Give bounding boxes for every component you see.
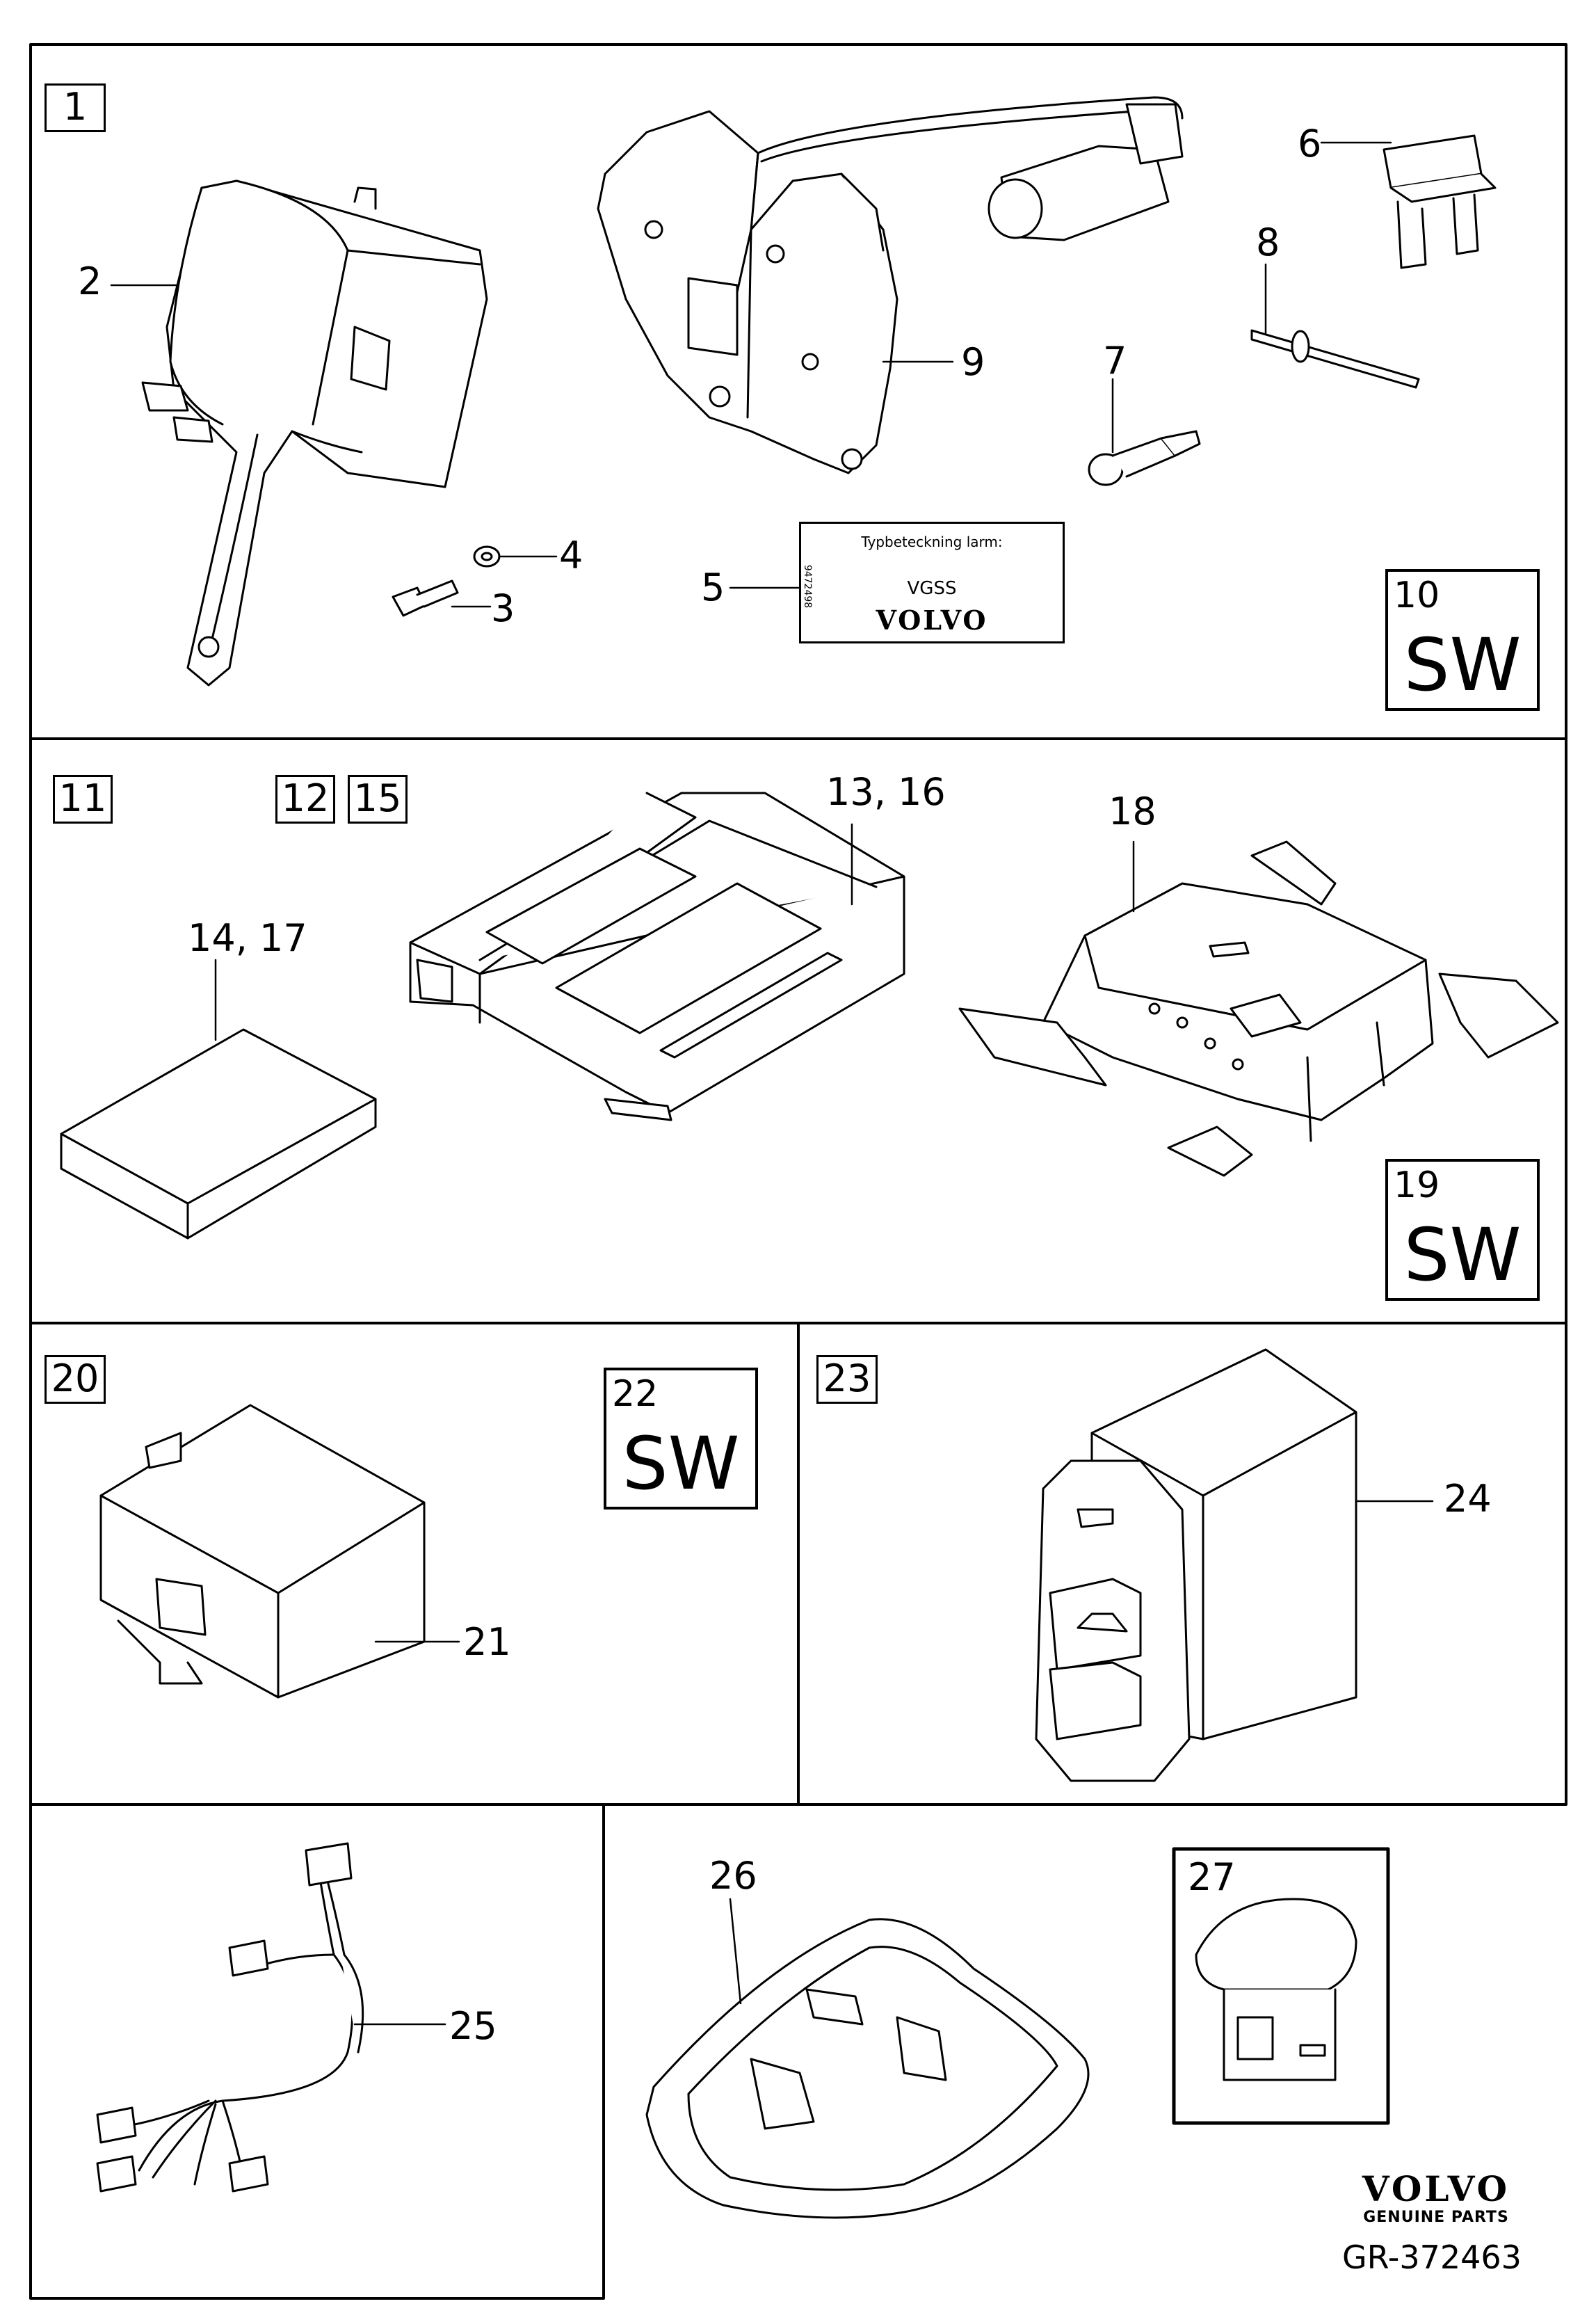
- callout-8: 8: [1256, 221, 1280, 264]
- fuse-part-6: [1383, 134, 1497, 269]
- callout-14-17: 14, 17: [188, 916, 307, 960]
- label-code: 9472498: [802, 564, 814, 609]
- screw-part-3: [392, 579, 459, 617]
- sw-box-text: SW: [1403, 1212, 1522, 1297]
- item-box-12: 12: [275, 775, 335, 824]
- diagram-reference: GR-372463: [1342, 2239, 1522, 2276]
- label-heading: Typbeteckning larm:: [861, 534, 1003, 550]
- panel-23-frame: [797, 1322, 1567, 1806]
- sw-box-number: 10: [1394, 575, 1440, 616]
- screw-part-7: [1088, 430, 1201, 486]
- callout-26: 26: [709, 1854, 757, 1898]
- harness-part-25: [96, 1842, 364, 2193]
- callout-25: 25: [449, 2004, 497, 2048]
- genuine-parts-tagline: GENUINE PARTS: [1363, 2209, 1509, 2226]
- label-brand: VOLVO: [876, 604, 988, 636]
- module-part-21: [99, 1404, 426, 1699]
- panel-frames: [29, 43, 1567, 2300]
- item-box-1: 1: [45, 83, 106, 132]
- siren-part-2: [141, 179, 488, 687]
- callout-13-16: 13, 16: [826, 770, 946, 814]
- sw-box-text: SW: [622, 1421, 740, 1506]
- volvo-logo: VOLVO: [1362, 2168, 1510, 2209]
- callout-6: 6: [1298, 122, 1322, 166]
- sw-box-10: 10 SW: [1385, 569, 1540, 711]
- callout-4: 4: [559, 534, 583, 577]
- item-box-23: 23: [816, 1355, 878, 1404]
- switch-part-24: [1035, 1348, 1357, 1782]
- panel-25-frame: [29, 1803, 605, 2300]
- item-box-11: 11: [53, 775, 113, 824]
- sw-box-19: 19 SW: [1385, 1159, 1540, 1301]
- callout-2: 2: [78, 259, 102, 303]
- alarm-label-part-5: Typbeteckning larm: VGSS VOLVO 9472498: [799, 522, 1065, 643]
- callout-24: 24: [1444, 1477, 1492, 1521]
- frame-part-26: [645, 1918, 1090, 2219]
- control-unit-part-13-16: [409, 792, 905, 1121]
- rivet-part-8: [1250, 329, 1420, 389]
- cover-part-27: [1172, 1847, 1390, 2125]
- callout-9: 9: [961, 340, 985, 384]
- callout-7: 7: [1103, 339, 1127, 383]
- callout-5: 5: [701, 566, 725, 609]
- sw-box-number: 22: [612, 1373, 659, 1415]
- sw-box-text: SW: [1403, 623, 1522, 707]
- item-label-27: 27: [1188, 1855, 1236, 1899]
- label-model: VGSS: [907, 578, 957, 599]
- item-box-15: 15: [348, 775, 408, 824]
- motor-part-9: [597, 96, 1184, 474]
- washer-part-4: [473, 545, 501, 568]
- bracket-part-18: [958, 840, 1559, 1177]
- battery-part-14-17: [60, 1028, 377, 1240]
- callout-3: 3: [491, 586, 515, 630]
- sw-box-number: 19: [1394, 1164, 1440, 1206]
- sw-box-22: 22 SW: [604, 1368, 758, 1510]
- callout-21: 21: [463, 1620, 511, 1664]
- item-box-20: 20: [45, 1355, 106, 1404]
- leader-lines: [110, 141, 1434, 2026]
- callout-18: 18: [1109, 790, 1156, 833]
